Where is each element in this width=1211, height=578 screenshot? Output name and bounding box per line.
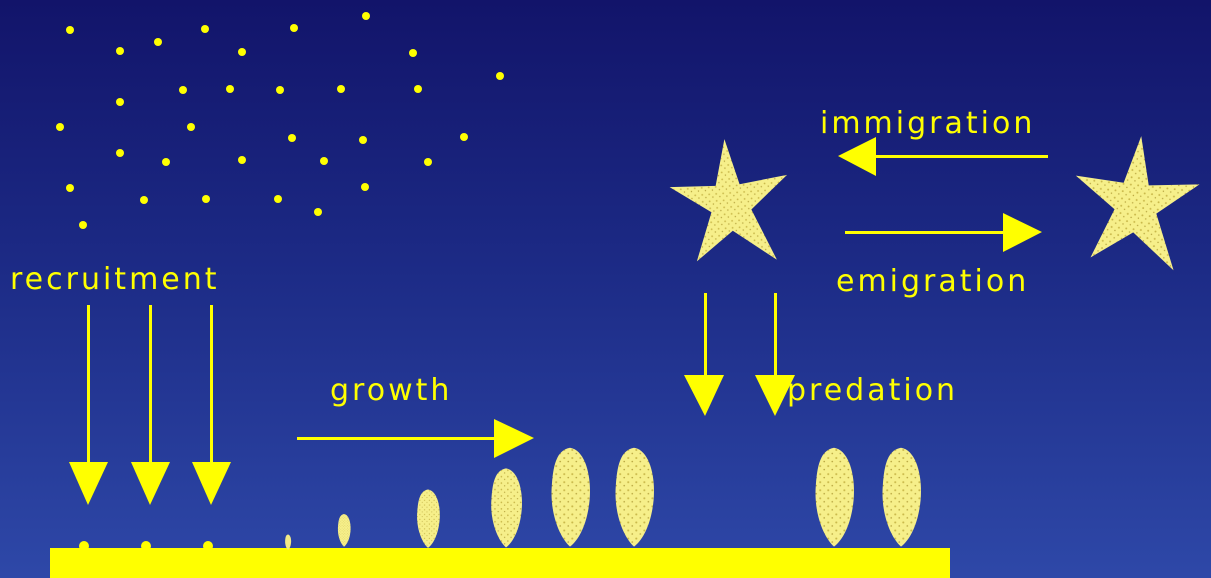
- larva-dot: [66, 26, 74, 34]
- larva-dot: [290, 24, 298, 32]
- larva-dot: [116, 47, 124, 55]
- barnacle-shell-icon: [552, 448, 590, 547]
- larva-dot: [201, 25, 209, 33]
- larva-dot: [116, 98, 124, 106]
- larva-dot: [337, 85, 345, 93]
- larva-dot: [202, 195, 210, 203]
- immigration-arrow: [838, 137, 1048, 176]
- larva-dot: [276, 86, 284, 94]
- larva-dot: [56, 123, 64, 131]
- larva-dot: [320, 157, 328, 165]
- larva-dot: [179, 86, 187, 94]
- larva-dot: [140, 196, 148, 204]
- predation-arrow: [684, 293, 724, 416]
- larva-dot: [496, 72, 504, 80]
- larva-dot: [359, 136, 367, 144]
- barnacle-growth-series: [285, 448, 921, 550]
- larva-dot: [288, 134, 296, 142]
- barnacle-shell-icon: [491, 468, 522, 547]
- growth-label: growth: [330, 374, 452, 408]
- substrate-bar: [50, 548, 950, 578]
- larva-dot: [238, 156, 246, 164]
- larva-dot: [79, 221, 87, 229]
- starfish-icon: [1067, 130, 1204, 272]
- larva-dot: [66, 184, 74, 192]
- recruitment-arrow: [192, 305, 231, 505]
- larva-dot: [238, 48, 246, 56]
- larva-dot: [154, 38, 162, 46]
- emigration-label: emigration: [836, 265, 1029, 299]
- larva-dot: [116, 149, 124, 157]
- larva-dot: [187, 123, 195, 131]
- emigration-arrow: [845, 213, 1042, 252]
- predation-label: predation: [787, 374, 958, 408]
- larva-dot: [314, 208, 322, 216]
- recruitment-arrow: [131, 305, 170, 505]
- larva-dot: [414, 85, 422, 93]
- barnacle-shell-icon: [616, 448, 654, 547]
- larva-dot: [361, 183, 369, 191]
- larva-dot: [460, 133, 468, 141]
- recruitment-arrows: [69, 305, 231, 505]
- larva-dot: [162, 158, 170, 166]
- barnacle-shell-icon: [883, 448, 921, 547]
- barnacle-shell-icon: [417, 489, 440, 547]
- barnacle-shell-icon: [338, 514, 351, 547]
- recruitment-label: recruitment: [10, 263, 220, 297]
- predation-arrows: [684, 293, 795, 416]
- immigration-label: immigration: [820, 107, 1035, 141]
- growth-arrow: [297, 419, 534, 458]
- larva-dot: [409, 49, 417, 57]
- larva-dot: [226, 85, 234, 93]
- barnacle-shell-icon: [816, 448, 854, 547]
- larva-dot: [274, 195, 282, 203]
- larvae-cloud: [56, 12, 504, 229]
- starfish-icon: [667, 135, 793, 267]
- barnacle-shell-icon: [285, 534, 291, 549]
- larva-dot: [424, 158, 432, 166]
- larva-dot: [362, 12, 370, 20]
- recruitment-arrow: [69, 305, 108, 505]
